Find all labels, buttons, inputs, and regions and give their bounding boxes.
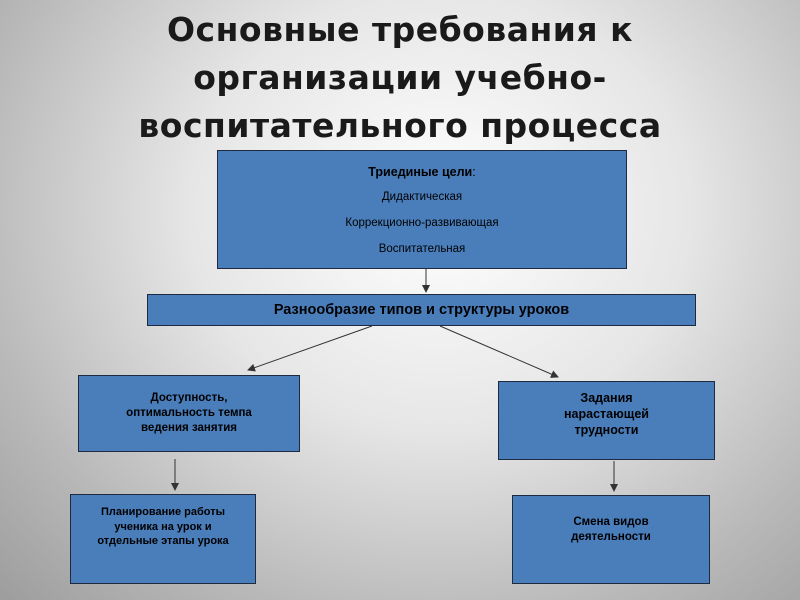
goals-heading-text: Триединые цели <box>368 165 473 179</box>
title-line: организации учебно- <box>193 58 607 97</box>
arrow-variety-to-access <box>247 325 373 372</box>
activity-change-box: Смена видов деятельности <box>512 495 710 584</box>
tasks-box: Задания нарастающей трудности <box>498 381 715 460</box>
planning-line: Планирование работы <box>100 506 226 518</box>
accessibility-line: оптимальность темпа <box>126 407 252 419</box>
planning-line: отдельные этапы урока <box>97 535 229 547</box>
goals-box: Триединые цели: Дидактическая Коррекцион… <box>217 150 627 269</box>
slide-title: Основные требования к организации учебно… <box>0 6 800 150</box>
accessibility-line: Доступность, <box>150 392 228 404</box>
tasks-line: трудности <box>574 423 639 437</box>
title-line: воспитательного процесса <box>138 106 662 145</box>
title-line: Основные требования к <box>167 10 633 49</box>
arrow-variety-to-tasks <box>439 325 559 378</box>
tasks-line: Задания <box>580 391 633 405</box>
planning-box: Планирование работы ученика на урок и от… <box>70 494 256 584</box>
goal-item: Коррекционно-развивающая <box>345 217 499 229</box>
lesson-variety-box: Разнообразие типов и структуры уроков <box>147 294 696 326</box>
goals-heading-colon: : <box>472 165 476 179</box>
goal-item: Воспитательная <box>378 243 466 255</box>
accessibility-line: ведения занятия <box>141 422 237 434</box>
planning-line: ученика на урок и <box>114 520 212 533</box>
activity-change-line: деятельности <box>571 531 651 543</box>
goal-item: Дидактическая <box>381 191 463 203</box>
activity-change-line: Смена видов <box>573 516 649 528</box>
tasks-line: нарастающей <box>564 407 649 421</box>
goals-heading: Триединые цели: <box>218 165 626 180</box>
accessibility-box: Доступность, оптимальность темпа ведения… <box>78 375 300 452</box>
